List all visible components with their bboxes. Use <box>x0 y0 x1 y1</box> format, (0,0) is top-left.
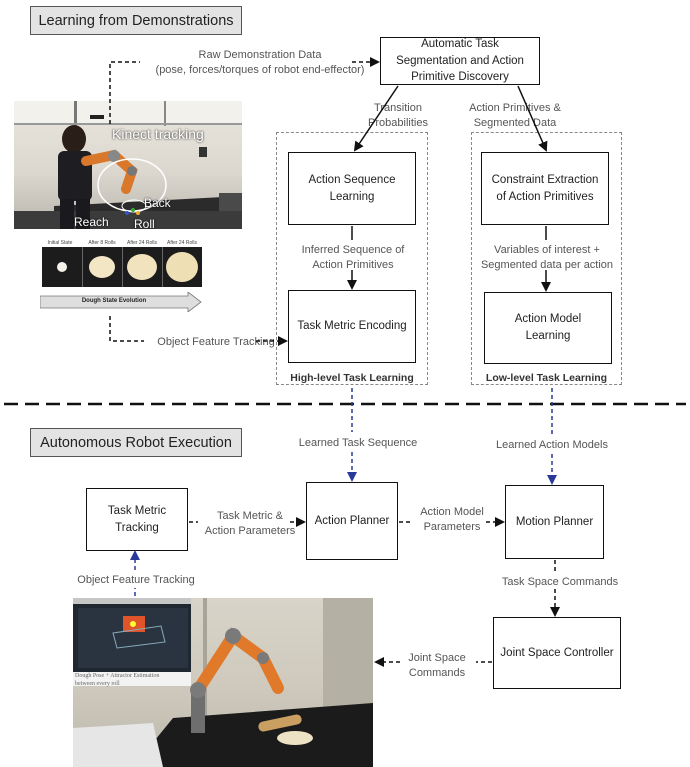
kinect-label: Kinect tracking <box>112 126 204 142</box>
object-tracking-top-label: Object Feature Tracking <box>157 336 275 348</box>
photo-overlay-caption: Dough Pose + Attractor Estimation betwee… <box>75 673 160 687</box>
action-model-params-label: Action Model Parameters <box>420 506 484 533</box>
constraint-extraction-box: Constraint Extraction of Action Primitiv… <box>481 152 609 225</box>
variables-interest-label: Variables of interest + Segmented data p… <box>480 244 614 271</box>
dough-caption-2: After 8 Rolls <box>88 240 116 246</box>
reach-label: Reach <box>74 215 109 229</box>
joint-space-cmds-label: Joint Space Commands <box>408 652 466 679</box>
task-metric-params-label: Task Metric & Action Parameters <box>204 510 296 537</box>
task-metric-encoding-box: Task Metric Encoding <box>288 290 416 363</box>
task-metric-tracking-box: Task Metric Tracking <box>86 488 188 551</box>
dough-state-images <box>57 247 198 287</box>
motion-planner-box: Motion Planner <box>505 485 604 559</box>
section-title-learning: Learning from Demonstrations <box>30 6 242 35</box>
action-model-learning-box: Action Model Learning <box>484 292 612 364</box>
dough-evolution-arrow <box>40 292 202 312</box>
demonstration-scene <box>14 101 242 229</box>
dough-caption-4: After 24 Rolls <box>166 240 197 246</box>
high-level-group <box>276 132 428 385</box>
object-tracking-bottom-label: Object Feature Tracking <box>77 574 195 586</box>
low-level-label: Low-level Task Learning <box>485 372 608 384</box>
transition-prob-label: Transition Probabilities <box>368 102 428 129</box>
roll-label: Roll <box>134 217 155 229</box>
raw-demo-label: Raw Demonstration Data (pose, forces/tor… <box>155 49 365 76</box>
dough-state-strip <box>42 247 202 287</box>
inferred-sequence-label: Inferred Sequence of Action Primitives <box>301 244 405 271</box>
learned-task-seq-label: Learned Task Sequence <box>298 437 418 449</box>
section-divider <box>4 402 686 406</box>
high-level-label: High-level Task Learning <box>290 372 414 384</box>
dough-caption-3: After 24 Rolls <box>126 240 157 246</box>
learned-action-models-label: Learned Action Models <box>496 439 608 451</box>
dough-evolution-label: Dough State Evolution <box>81 298 147 304</box>
dough-caption-1: Initial State <box>47 240 73 246</box>
segmentation-box: Automatic Task Segmentation and Action P… <box>380 37 540 85</box>
joint-space-controller-box: Joint Space Controller <box>493 617 621 689</box>
action-planner-box: Action Planner <box>306 482 398 560</box>
action-sequence-learning-box: Action Sequence Learning <box>288 152 416 225</box>
demonstration-photo: Kinect tracking Back Reach Roll <box>14 101 242 229</box>
robot-execution-scene <box>73 598 373 767</box>
action-primitives-label: Action Primitives & Segmented Data <box>469 102 561 129</box>
section-title-execution: Autonomous Robot Execution <box>30 428 242 457</box>
back-label: Back <box>144 196 171 210</box>
robot-execution-photo: Dough Pose + Attractor Estimation betwee… <box>73 598 373 767</box>
task-space-cmds-label: Task Space Commands <box>501 576 619 588</box>
